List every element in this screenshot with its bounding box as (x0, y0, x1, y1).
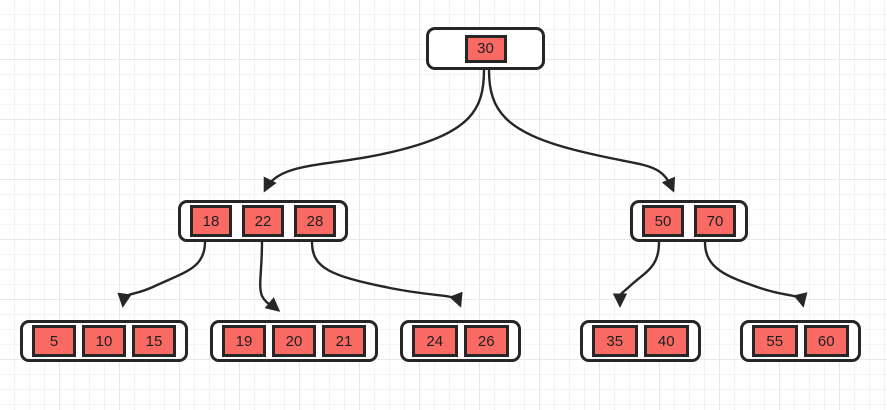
edge-internal-left-to-leaf-3 (310, 240, 463, 308)
edge-internal-right-to-leaf-4 (612, 240, 661, 308)
btree-node-internal-left[interactable]: 18 22 28 (178, 200, 348, 242)
edge-root-to-internal-right (487, 68, 676, 193)
btree-key-cell[interactable]: 30 (464, 34, 507, 63)
btree-key-cell[interactable]: 35 (592, 325, 638, 357)
btree-key-cell[interactable]: 15 (132, 325, 176, 357)
btree-key-cell[interactable]: 60 (803, 325, 849, 357)
edge-root-to-internal-left (263, 68, 486, 193)
edge-internal-right-to-leaf-5 (703, 240, 808, 308)
btree-key-cell[interactable]: 20 (272, 325, 316, 357)
btree-key-cell[interactable]: 55 (752, 325, 798, 357)
btree-key-cell[interactable]: 50 (642, 205, 684, 237)
btree-key-cell[interactable]: 26 (463, 325, 509, 357)
btree-key-cell[interactable]: 28 (294, 205, 336, 237)
btree-key-cell[interactable]: 40 (643, 325, 689, 357)
btree-node-internal-right[interactable]: 50 70 (630, 200, 748, 242)
btree-key-cell[interactable]: 19 (222, 325, 266, 357)
btree-key-cell[interactable]: 21 (322, 325, 366, 357)
btree-key-cell[interactable]: 10 (82, 325, 126, 357)
btree-key-cell[interactable]: 22 (242, 205, 284, 237)
btree-key-cell[interactable]: 5 (32, 325, 76, 357)
btree-node-root[interactable]: 30 (426, 27, 545, 70)
edge-internal-left-to-leaf-1 (117, 240, 207, 308)
btree-key-cell[interactable]: 18 (190, 205, 232, 237)
edge-internal-left-to-leaf-2 (259, 240, 281, 312)
btree-key-cell[interactable]: 70 (694, 205, 736, 237)
btree-key-cell[interactable]: 24 (412, 325, 458, 357)
